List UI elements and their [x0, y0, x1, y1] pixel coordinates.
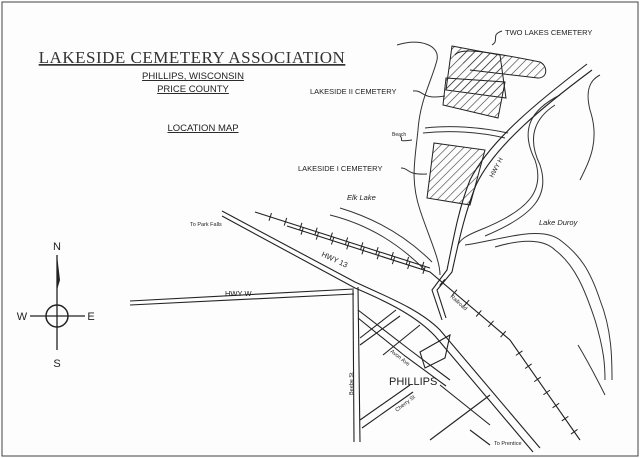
railroad-tie	[344, 237, 349, 246]
railroad-tie	[346, 241, 350, 250]
leader-lines	[399, 30, 503, 175]
railroad-tie	[390, 251, 394, 260]
compass-south: S	[53, 358, 60, 370]
railroad-tie	[361, 246, 365, 255]
railroad-tie	[375, 247, 379, 255]
railroad-tie	[314, 227, 318, 236]
subtitle-city: PHILLIPS, WISCONSIN	[142, 71, 244, 82]
railroad-tie	[315, 231, 320, 240]
hwy-w-road	[129, 288, 355, 306]
hwy-w-label: HWY W	[225, 289, 252, 298]
railroad-tie	[407, 261, 411, 270]
to-park-falls-label: To Park Falls	[190, 222, 222, 228]
railroad-tie	[487, 320, 494, 328]
lake-duroy-label: Lake Duroy	[539, 218, 579, 227]
railroad-tie	[283, 217, 288, 226]
hwy-13-road	[221, 210, 541, 453]
elk-lake-label: Elk Lake	[347, 193, 376, 202]
two-lakes-cemetery-label: TWO LAKES CEMETERY	[505, 28, 592, 37]
railroad-tie	[439, 278, 446, 286]
beebe-st-label: Beebe St	[349, 372, 355, 395]
map-title: LAKESIDE CEMETERY ASSOCIATION	[39, 48, 346, 67]
beebe-street	[352, 286, 361, 443]
subtitle-county: PRICE COUNTY	[157, 84, 229, 95]
railroad-tie	[405, 256, 410, 265]
railroad-tie	[500, 330, 507, 338]
compass-north: N	[53, 241, 61, 253]
railroad-tie	[391, 256, 396, 265]
compass-west: W	[17, 311, 28, 323]
railroad-tie	[533, 376, 542, 383]
railroad-tie	[299, 222, 303, 231]
railroad-tie	[463, 299, 470, 307]
hwy-h-road	[431, 63, 593, 321]
city-label: PHILLIPS	[389, 376, 437, 388]
railroad-tie	[330, 236, 335, 245]
railroad-tie	[561, 415, 569, 422]
hwy-h-label: HWY H	[489, 156, 505, 179]
railroad-tie	[570, 429, 578, 435]
railroad	[254, 211, 581, 441]
to-prentice-label: To Prentice	[494, 441, 522, 447]
railroad-tie	[300, 226, 304, 235]
railroad-tie	[420, 261, 425, 270]
lakeside-i-cemetery-area	[426, 142, 486, 206]
lakeside-ii-cemetery-label: LAKESIDE II CEMETERY	[310, 87, 397, 96]
city-streets	[357, 309, 491, 446]
railroad-tie	[552, 402, 560, 409]
compass-east: E	[87, 311, 94, 323]
railroad-tie	[543, 389, 551, 396]
beach-label: Beach	[392, 132, 406, 138]
hwy-13-label: HWY 13	[320, 250, 349, 270]
railroad-tie	[268, 212, 272, 221]
railroad-tie	[475, 310, 482, 317]
lakeside-i-cemetery-label: LAKESIDE I CEMETERY	[298, 164, 382, 173]
compass-rose-icon: N S W E	[17, 241, 95, 370]
shorelines	[329, 41, 613, 396]
railroad-tie	[422, 266, 426, 275]
two-lakes-cemetery-extension	[454, 50, 547, 79]
railroad-tie	[451, 289, 458, 297]
railroad-tie	[524, 363, 532, 369]
railroad-tie	[329, 232, 333, 241]
railroad-tie	[359, 242, 364, 251]
map-heading: LOCATION MAP	[167, 123, 238, 134]
railroad-tie	[376, 251, 381, 260]
railroad-tie	[515, 350, 523, 356]
lakeside-ii-cemetery-area	[442, 77, 506, 119]
